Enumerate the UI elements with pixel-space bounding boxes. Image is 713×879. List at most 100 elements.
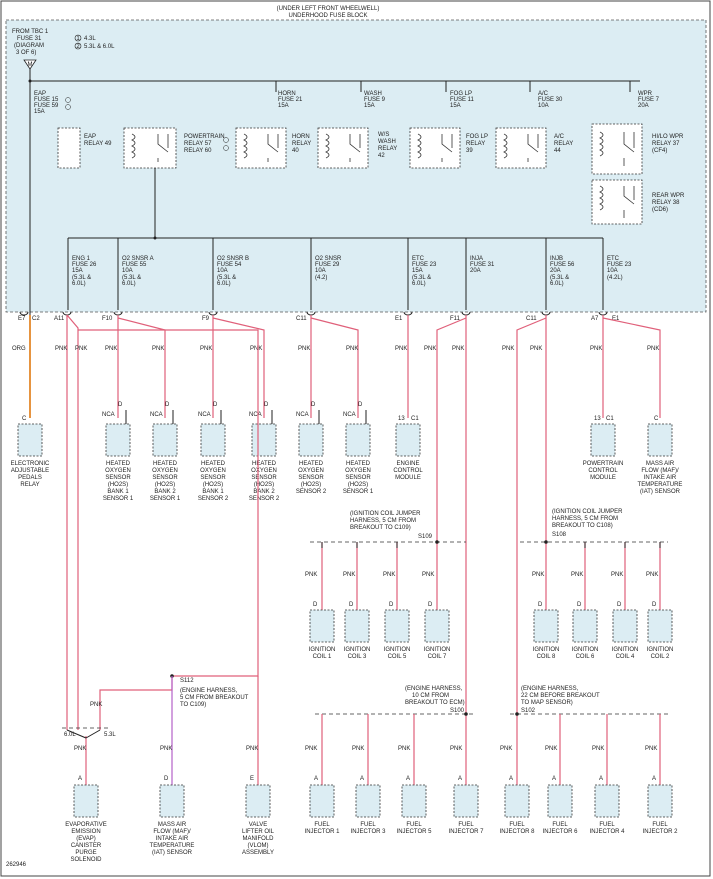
connector-letter: D [577,602,582,608]
fuse-foglp-line: FOG LP [450,91,472,97]
pcm-component [590,423,616,457]
splice-s109-node [435,540,439,544]
connector-letter: D [311,402,316,408]
nca-label: NCA [296,412,309,418]
fuse-ac-line: FUSE 30 [538,97,563,103]
wire-color-label: PNK [160,746,172,752]
wire-color-label: PNK [450,746,462,752]
ws-wash-relay-label: W/S [378,132,389,138]
ho2s-label: SENSOR [298,475,324,481]
splice-s100-line: (ENGINE HARNESS, [405,686,463,692]
ho2s-label: OXYGEN [345,468,371,474]
vlom-label: VALVE [249,822,267,828]
fuel-injector-4 [594,784,620,818]
fuse-eng1-line: 15A [72,268,83,274]
pnk-wires-odd-coils [321,542,398,612]
wire-color-label: PNK [530,346,542,352]
nca-label: NCA [343,412,356,418]
injector-label: INJECTOR 1 [305,829,341,835]
ho2s-b1s1-component [105,423,131,457]
splice-s100-line: S100 [450,708,465,714]
pnk-wire-o2b [212,315,265,418]
ho2s-label: BANK 1 [202,489,224,495]
connector-letter: A [78,776,82,782]
horn-relay-label: HORN [292,134,310,140]
maf1-label: (IAT) SENSOR [640,489,681,495]
fuse-etc1-line: ETC [412,256,425,262]
ac-relay-label: A/C [554,134,565,140]
injector-label: FUEL [314,822,330,828]
wire-color-label: PNK [398,746,410,752]
variant-marker-icon [223,137,229,143]
wire-color-label: PNK [152,346,164,352]
splice-s108-node [544,540,548,544]
fuse-horn-line: 15A [278,103,289,109]
injector-label: INJECTOR 2 [643,829,679,835]
fuse-o2b-line: (5.3L & [217,275,236,281]
fuse-eap-line: FUSE 59 [34,103,59,109]
wire-color-label: PNK [383,572,395,578]
injector-label: FUEL [599,822,615,828]
ho2s-label: BANK 2 [154,489,176,495]
ho2s-label: BANK 2 [253,489,275,495]
fuse-eng1-line: (5.3L & [72,275,91,281]
ho2s-label: (HO2S) [203,482,223,488]
ho2s-label: HEATED [201,461,226,467]
injector-label: INJECTOR 4 [590,829,626,835]
terminal-label: E1 [612,316,620,322]
pnk-wire-inja [436,315,467,785]
wire-color-label: PNK [74,746,86,752]
evap-variant-join [66,729,101,739]
source-arrow-icon [23,59,37,70]
connector-letter: D [389,602,394,608]
connector-letter: A [552,776,556,782]
pnk-wires-odd-injectors [321,714,415,785]
terminal-label: F10 [102,316,113,322]
connector-letter: A [314,776,318,782]
ignition-coil-8 [533,609,559,643]
coil-label: IGNITION [533,647,560,653]
connector-number: 13 [398,416,405,422]
fuse-horn-line: HORN [278,91,296,97]
vlom-label: MANIFOLD [242,836,274,842]
injector-label: INJECTOR 7 [449,829,485,835]
ho2s-label: SENSOR 2 [249,496,280,502]
legend-number: 2 [76,44,80,50]
coil-label: IGNITION [424,647,451,653]
wire-color-label: PNK [452,346,464,352]
injector-wire-labels: PNK PNK PNK PNK PNK PNK PNK PNK A A A A … [305,746,657,782]
vlom-component [245,784,271,818]
fuse-injb-line: INJB [550,256,563,262]
pcm-label: CONTROL [588,468,618,474]
ho2s-b2s1-component [152,423,178,457]
coil-label: COIL 6 [576,654,595,660]
ignition-coil-1 [309,609,335,643]
fuse-o2-line: 10A [315,268,326,274]
ho2s-label: OXYGEN [251,468,277,474]
wire-color-label: ORG [12,346,26,352]
splice-s112-line: 5 CM FROM BREAKOUT [180,695,249,701]
coil-label: IGNITION [384,647,411,653]
ho2s-label: (HO2S) [155,482,175,488]
relays: EAP RELAY 49 POWERTRAIN RELAY 57 RELAY 6… [57,123,685,225]
splice-s112-line: TO C109) [180,702,206,708]
coil-label: IGNITION [309,647,336,653]
upper-connectors: C D D D D D D NCA NCA NCA NCA NCA NCA 13… [22,402,659,422]
source-arrow-letter: M [28,62,33,68]
relay-coil-icon [503,133,508,159]
fuse-inja-line: INJA [470,256,483,262]
coil-label: COIL 2 [651,654,670,660]
ignition-coils: IGNITION COIL 1 IGNITION COIL 3 IGNITION… [309,609,673,660]
ho2s-label: HEATED [346,461,371,467]
terminal-label: C11 [296,316,307,322]
fuse-ac-line: 10A [538,103,549,109]
injector-label: FUEL [509,822,525,828]
splice-s109-label: (IGNITION COIL JUMPER HARNESS, 5 CM FROM… [350,511,433,540]
wire-color-label: PNK [105,346,117,352]
fuse-injb-line: 20A [550,268,561,274]
fuel-injector-6 [547,784,573,818]
fuel-injector-8 [504,784,530,818]
fuse-eap-line: FUSE 15 [34,97,59,103]
upper-component-labels: ELECTRONIC ADJUSTABLE PEDALS RELAY HEATE… [11,461,683,502]
ho2s-label: SENSOR [152,475,178,481]
